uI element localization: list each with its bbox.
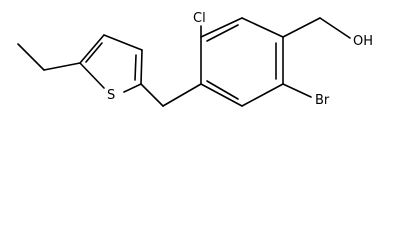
bromine-label: Br: [315, 93, 330, 108]
double-bond-inner: [134, 54, 137, 81]
bond: [140, 49, 143, 85]
bond-c-br: [282, 83, 312, 98]
bond-ring-ch2: [162, 83, 202, 107]
bond: [200, 83, 243, 107]
ethyl-group: [17, 43, 81, 71]
bond: [79, 62, 105, 89]
double-bond-inner: [206, 24, 239, 42]
bond: [103, 34, 143, 51]
bond: [241, 83, 284, 107]
bond-ring-ch2oh: [282, 17, 321, 38]
bond-ch2-thiophene: [140, 83, 164, 107]
hydroxyl-label: OH: [353, 34, 373, 49]
bond: [241, 17, 284, 38]
bond: [200, 17, 243, 38]
bond: [17, 43, 45, 71]
sulfur-label: S: [107, 88, 115, 103]
thiophene-ring: [79, 34, 143, 93]
double-bond-inner: [206, 80, 239, 100]
benzene-ring: [200, 17, 284, 107]
bond: [79, 34, 105, 64]
bond: [43, 62, 81, 71]
bond-ch2-oh: [319, 17, 351, 39]
bond: [123, 83, 142, 93]
substituent-bonds: [140, 17, 351, 107]
chemical-structure: Cl OH Br S: [17, 11, 373, 108]
double-bond-inner: [85, 42, 103, 63]
chlorine-label: Cl: [193, 11, 206, 26]
